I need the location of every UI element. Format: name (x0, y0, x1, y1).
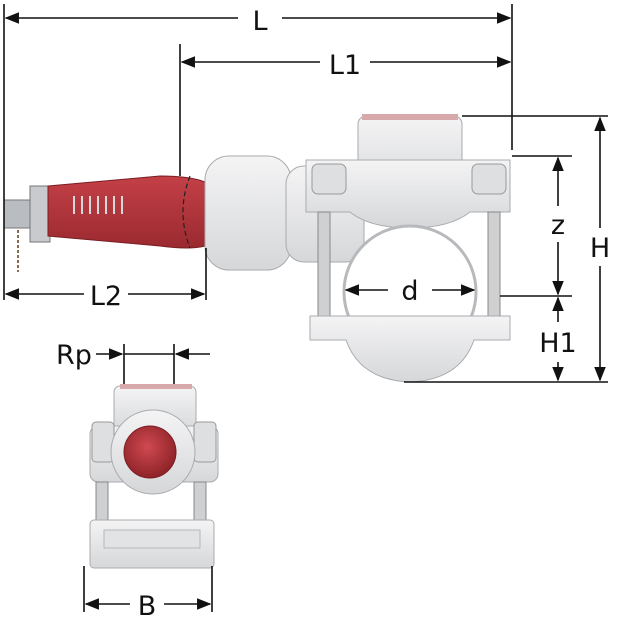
union-nut (204, 155, 292, 271)
front-bolt-head-right (193, 421, 217, 463)
dimensions: L L1 L2 z H H1 d Rp B (3, 4, 610, 622)
hidden-edge (182, 175, 191, 249)
saddle-lower (309, 315, 511, 383)
front-red-cap (123, 425, 177, 479)
red-tool-body (47, 175, 206, 249)
dim-L-label: L (252, 6, 267, 37)
bolt-left (317, 211, 331, 317)
spring (73, 196, 123, 214)
front-saddle-slot (103, 529, 201, 549)
dim-z-label: z (551, 210, 565, 241)
front-bolt-left (95, 481, 109, 523)
front-bolt-right (193, 481, 207, 523)
tool-tip (3, 185, 51, 272)
dim-Rp-label: Rp (56, 340, 92, 371)
dim-H1-label: H1 (539, 328, 576, 359)
bolt-right (487, 211, 501, 317)
dim-H-label: H (590, 233, 610, 264)
dim-B-label: B (138, 591, 157, 622)
dim-d-label: d (401, 276, 418, 307)
outlet-top-red (362, 114, 458, 120)
bolt-head-right (471, 163, 507, 195)
bolt-head-left (311, 163, 347, 195)
front-view (89, 384, 219, 569)
dim-L1-label: L1 (329, 50, 361, 81)
front-socket-top (120, 384, 192, 389)
dim-L2-label: L2 (90, 281, 122, 312)
side-view (3, 114, 511, 383)
